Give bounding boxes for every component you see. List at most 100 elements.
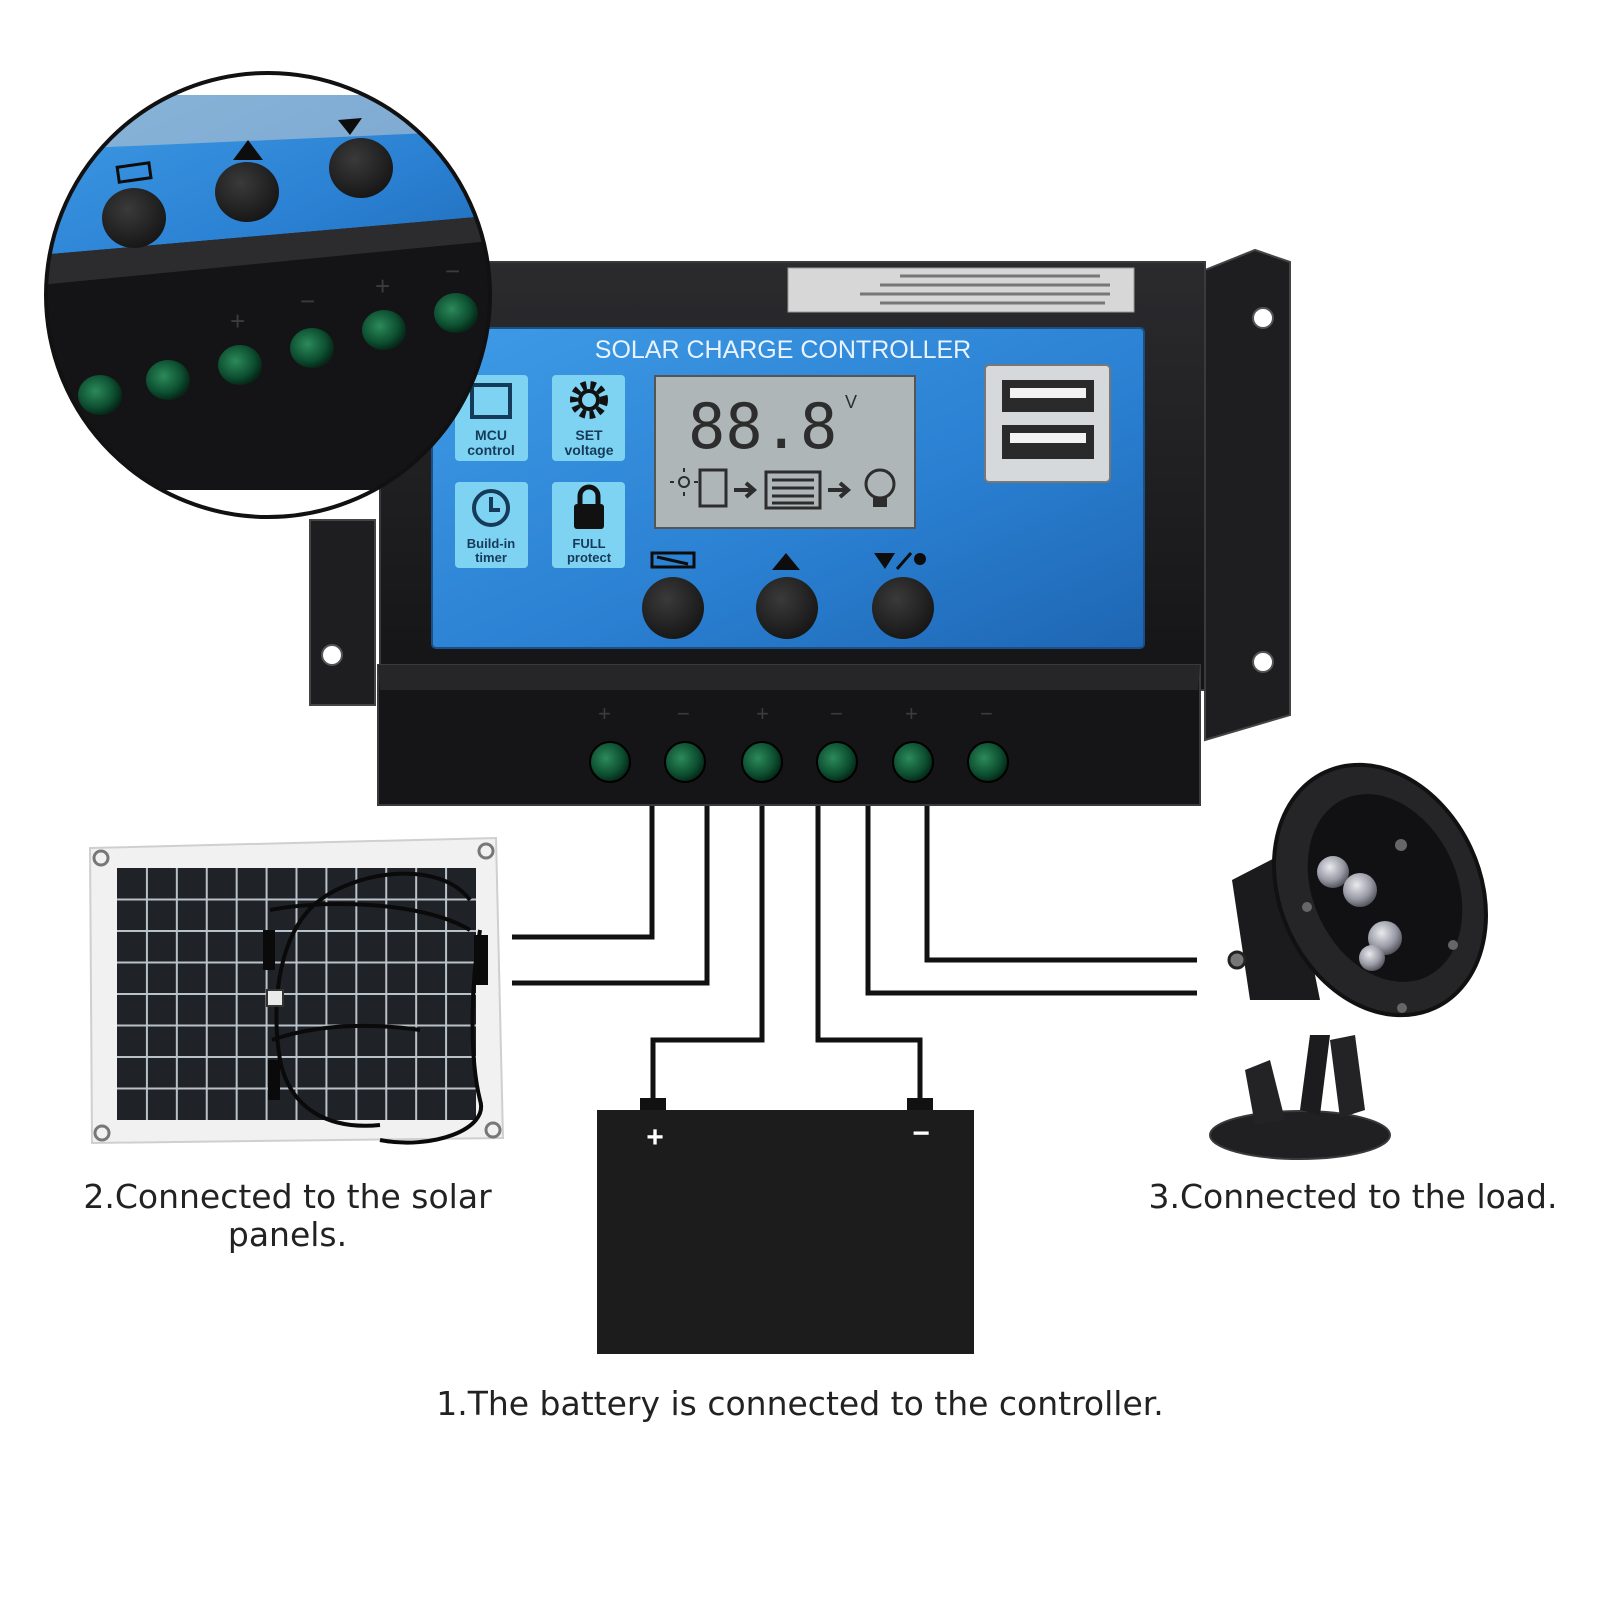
feature-tile-mcu: MCU control — [455, 375, 528, 461]
solar-caption-line1: 2.Connected to the solar — [83, 1177, 492, 1216]
solar-charge-controller: SOLAR CHARGE CONTROLLER MCU control SET … — [309, 248, 1291, 806]
zoom-inset: + − + − — [44, 71, 492, 519]
feature-mcu-line2: control — [467, 442, 514, 458]
terminal-sign-minus: − — [445, 256, 460, 286]
battery: + − — [597, 1098, 974, 1354]
solar-caption: 2.Connected to the solar panels. — [40, 1178, 535, 1254]
load-caption: 3.Connected to the load. — [1148, 1177, 1558, 1216]
right-mounting-ear — [1204, 248, 1291, 742]
feature-timer-line1: Build-in — [467, 536, 515, 551]
terminal-battery-plus[interactable] — [741, 741, 783, 783]
head-screw — [1448, 940, 1458, 950]
lcd-battery-icon — [764, 470, 822, 510]
lcd-digits: 88.8 — [688, 390, 837, 463]
cable-label-tag — [266, 989, 284, 1007]
led-spotlight — [1209, 762, 1488, 1160]
terminal-labels: + − + − + − — [598, 701, 993, 726]
terminal-sign-plus: + — [375, 271, 390, 301]
feature-tile-set-voltage: SET voltage — [552, 375, 625, 461]
menu-icon — [650, 551, 696, 569]
lcd-arrow-icon — [828, 481, 852, 499]
head-screw — [1397, 1003, 1407, 1013]
battery-minus-post — [907, 1098, 933, 1112]
solar-panel-cables — [269, 871, 484, 1145]
chip-icon — [470, 383, 512, 419]
terminal-load-minus[interactable] — [967, 741, 1009, 783]
solar-cell-grid — [117, 868, 476, 1120]
down-arrow-bulb-icon — [874, 552, 926, 570]
menu-button[interactable] — [642, 577, 704, 639]
inline-fuse — [474, 935, 488, 985]
battery-minus-sign: − — [912, 1117, 930, 1150]
down-button-zoomed — [329, 138, 393, 198]
solar-panel — [88, 836, 505, 1145]
terminal-battery-minus[interactable] — [816, 741, 858, 783]
controller-title: SOLAR CHARGE CONTROLLER — [595, 336, 971, 364]
wire-load-plus — [865, 806, 1197, 996]
down-button[interactable] — [872, 577, 934, 639]
lcd-unit: V — [845, 392, 857, 412]
feature-mcu-line1: MCU — [475, 427, 507, 443]
wire-solar-plus — [512, 806, 655, 940]
wire-battery-plus — [650, 806, 765, 1098]
terminal-sign-minus: − — [830, 701, 843, 726]
terminal-sign-minus: − — [300, 286, 315, 316]
spotlight-housing-side — [1232, 850, 1320, 1000]
menu-icon — [115, 161, 153, 184]
battery-caption: 1.The battery is connected to the contro… — [436, 1384, 1164, 1423]
gear-icon — [570, 381, 608, 419]
terminal-sign-plus: + — [756, 701, 769, 726]
feature-protect-line1: FULL — [572, 536, 605, 551]
terminal-solar-minus[interactable] — [664, 741, 706, 783]
battery-plus-post — [640, 1098, 666, 1112]
terminal-screws — [589, 741, 1009, 783]
spotlight-pivot-screw — [1227, 950, 1247, 970]
sticker-text-lines — [860, 274, 1110, 305]
feature-tile-full-protect: FULL protect — [552, 482, 625, 568]
head-screw — [1302, 902, 1312, 912]
up-button[interactable] — [756, 577, 818, 639]
right-top-screw-hole — [1252, 307, 1274, 329]
clock-icon — [472, 489, 510, 527]
menu-button-zoomed — [102, 188, 166, 248]
left-mounting-ear — [309, 519, 376, 706]
lcd-arrow-icon — [734, 481, 758, 499]
terminal-screws-zoomed — [78, 293, 478, 415]
up-arrow-icon — [772, 553, 800, 570]
spotlight-lens-ring — [1307, 794, 1463, 982]
terminal-sign-minus: − — [677, 701, 690, 726]
solar-caption-line2: panels. — [227, 1215, 348, 1254]
usb-ports — [984, 364, 1111, 483]
feature-protect-line2: protect — [567, 550, 612, 565]
terminal-block-lip — [378, 665, 1200, 690]
lcd-bulb-icon — [864, 468, 896, 507]
mc4-connector — [268, 1060, 280, 1100]
terminal-sign-plus: + — [905, 701, 918, 726]
terminal-sign-plus: + — [230, 306, 245, 336]
mc4-connector — [263, 930, 275, 970]
terminal-solar-plus[interactable] — [589, 741, 631, 783]
terminal-sign-plus: + — [598, 701, 611, 726]
zoom-circle-border — [44, 71, 492, 519]
feature-timer-line2: timer — [475, 550, 507, 565]
wire-solar-minus — [512, 806, 710, 986]
wire-battery-minus — [815, 806, 923, 1098]
terminal-load-plus[interactable] — [892, 741, 934, 783]
feature-tile-timer: Build-in timer — [455, 482, 528, 568]
padlock-icon — [574, 484, 604, 529]
sun-icon — [670, 468, 698, 496]
terminal-sign-minus: − — [980, 701, 993, 726]
battery-body — [597, 1110, 974, 1354]
wires — [512, 806, 1197, 1098]
up-button-zoomed — [215, 162, 279, 222]
led-chip — [1317, 856, 1349, 888]
led-chip — [1359, 945, 1385, 971]
led-chip — [1343, 873, 1377, 907]
lcd-display: 88.8 V — [654, 375, 916, 529]
lcd-solar-panel-icon — [698, 468, 728, 508]
up-arrow-icon — [233, 140, 263, 160]
feature-set-line1: SET — [575, 427, 603, 443]
wire-load-minus — [924, 806, 1197, 963]
terminal-labels-zoomed: + − + − — [230, 256, 460, 336]
